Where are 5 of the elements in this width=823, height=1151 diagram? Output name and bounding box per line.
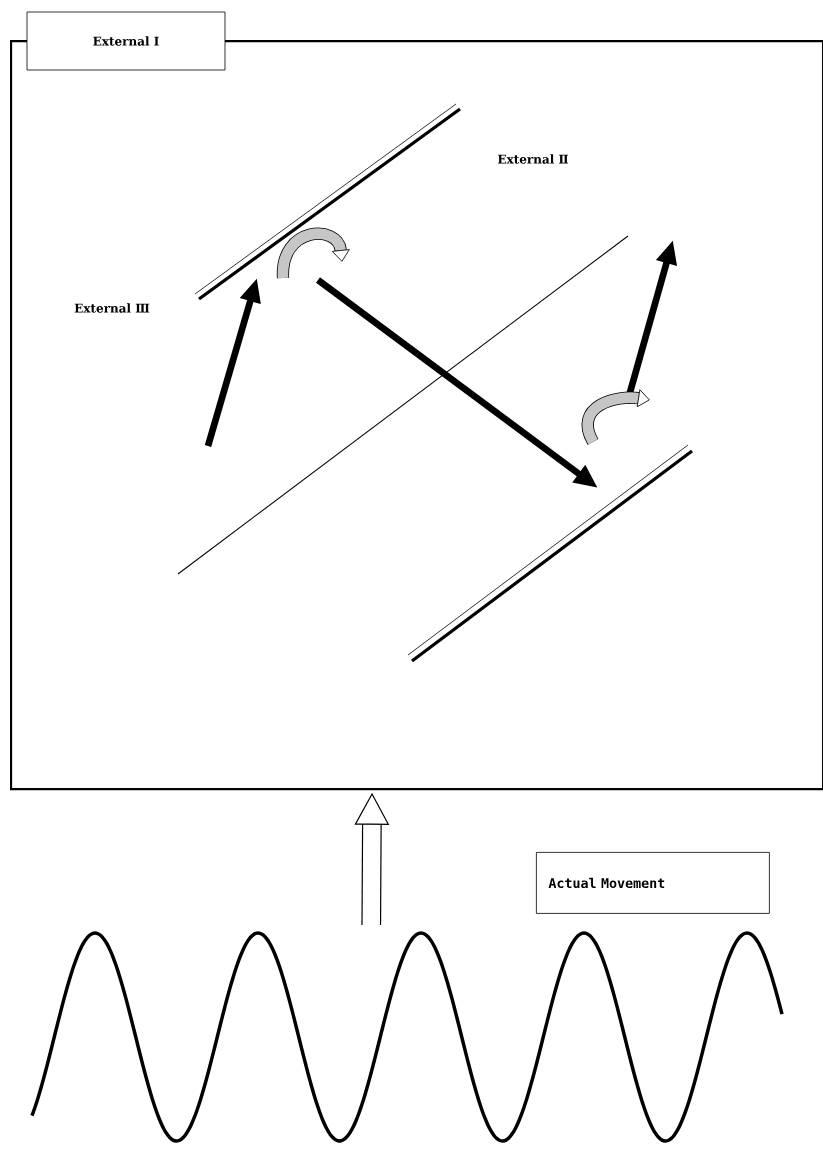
text-box: Actual Movement	[536, 852, 770, 914]
wave-drawing	[30, 931, 784, 1143]
label: External Ⅲ	[74, 303, 150, 313]
label: External Ⅱ	[498, 154, 568, 164]
title-tab: External Ⅰ	[26, 11, 226, 71]
